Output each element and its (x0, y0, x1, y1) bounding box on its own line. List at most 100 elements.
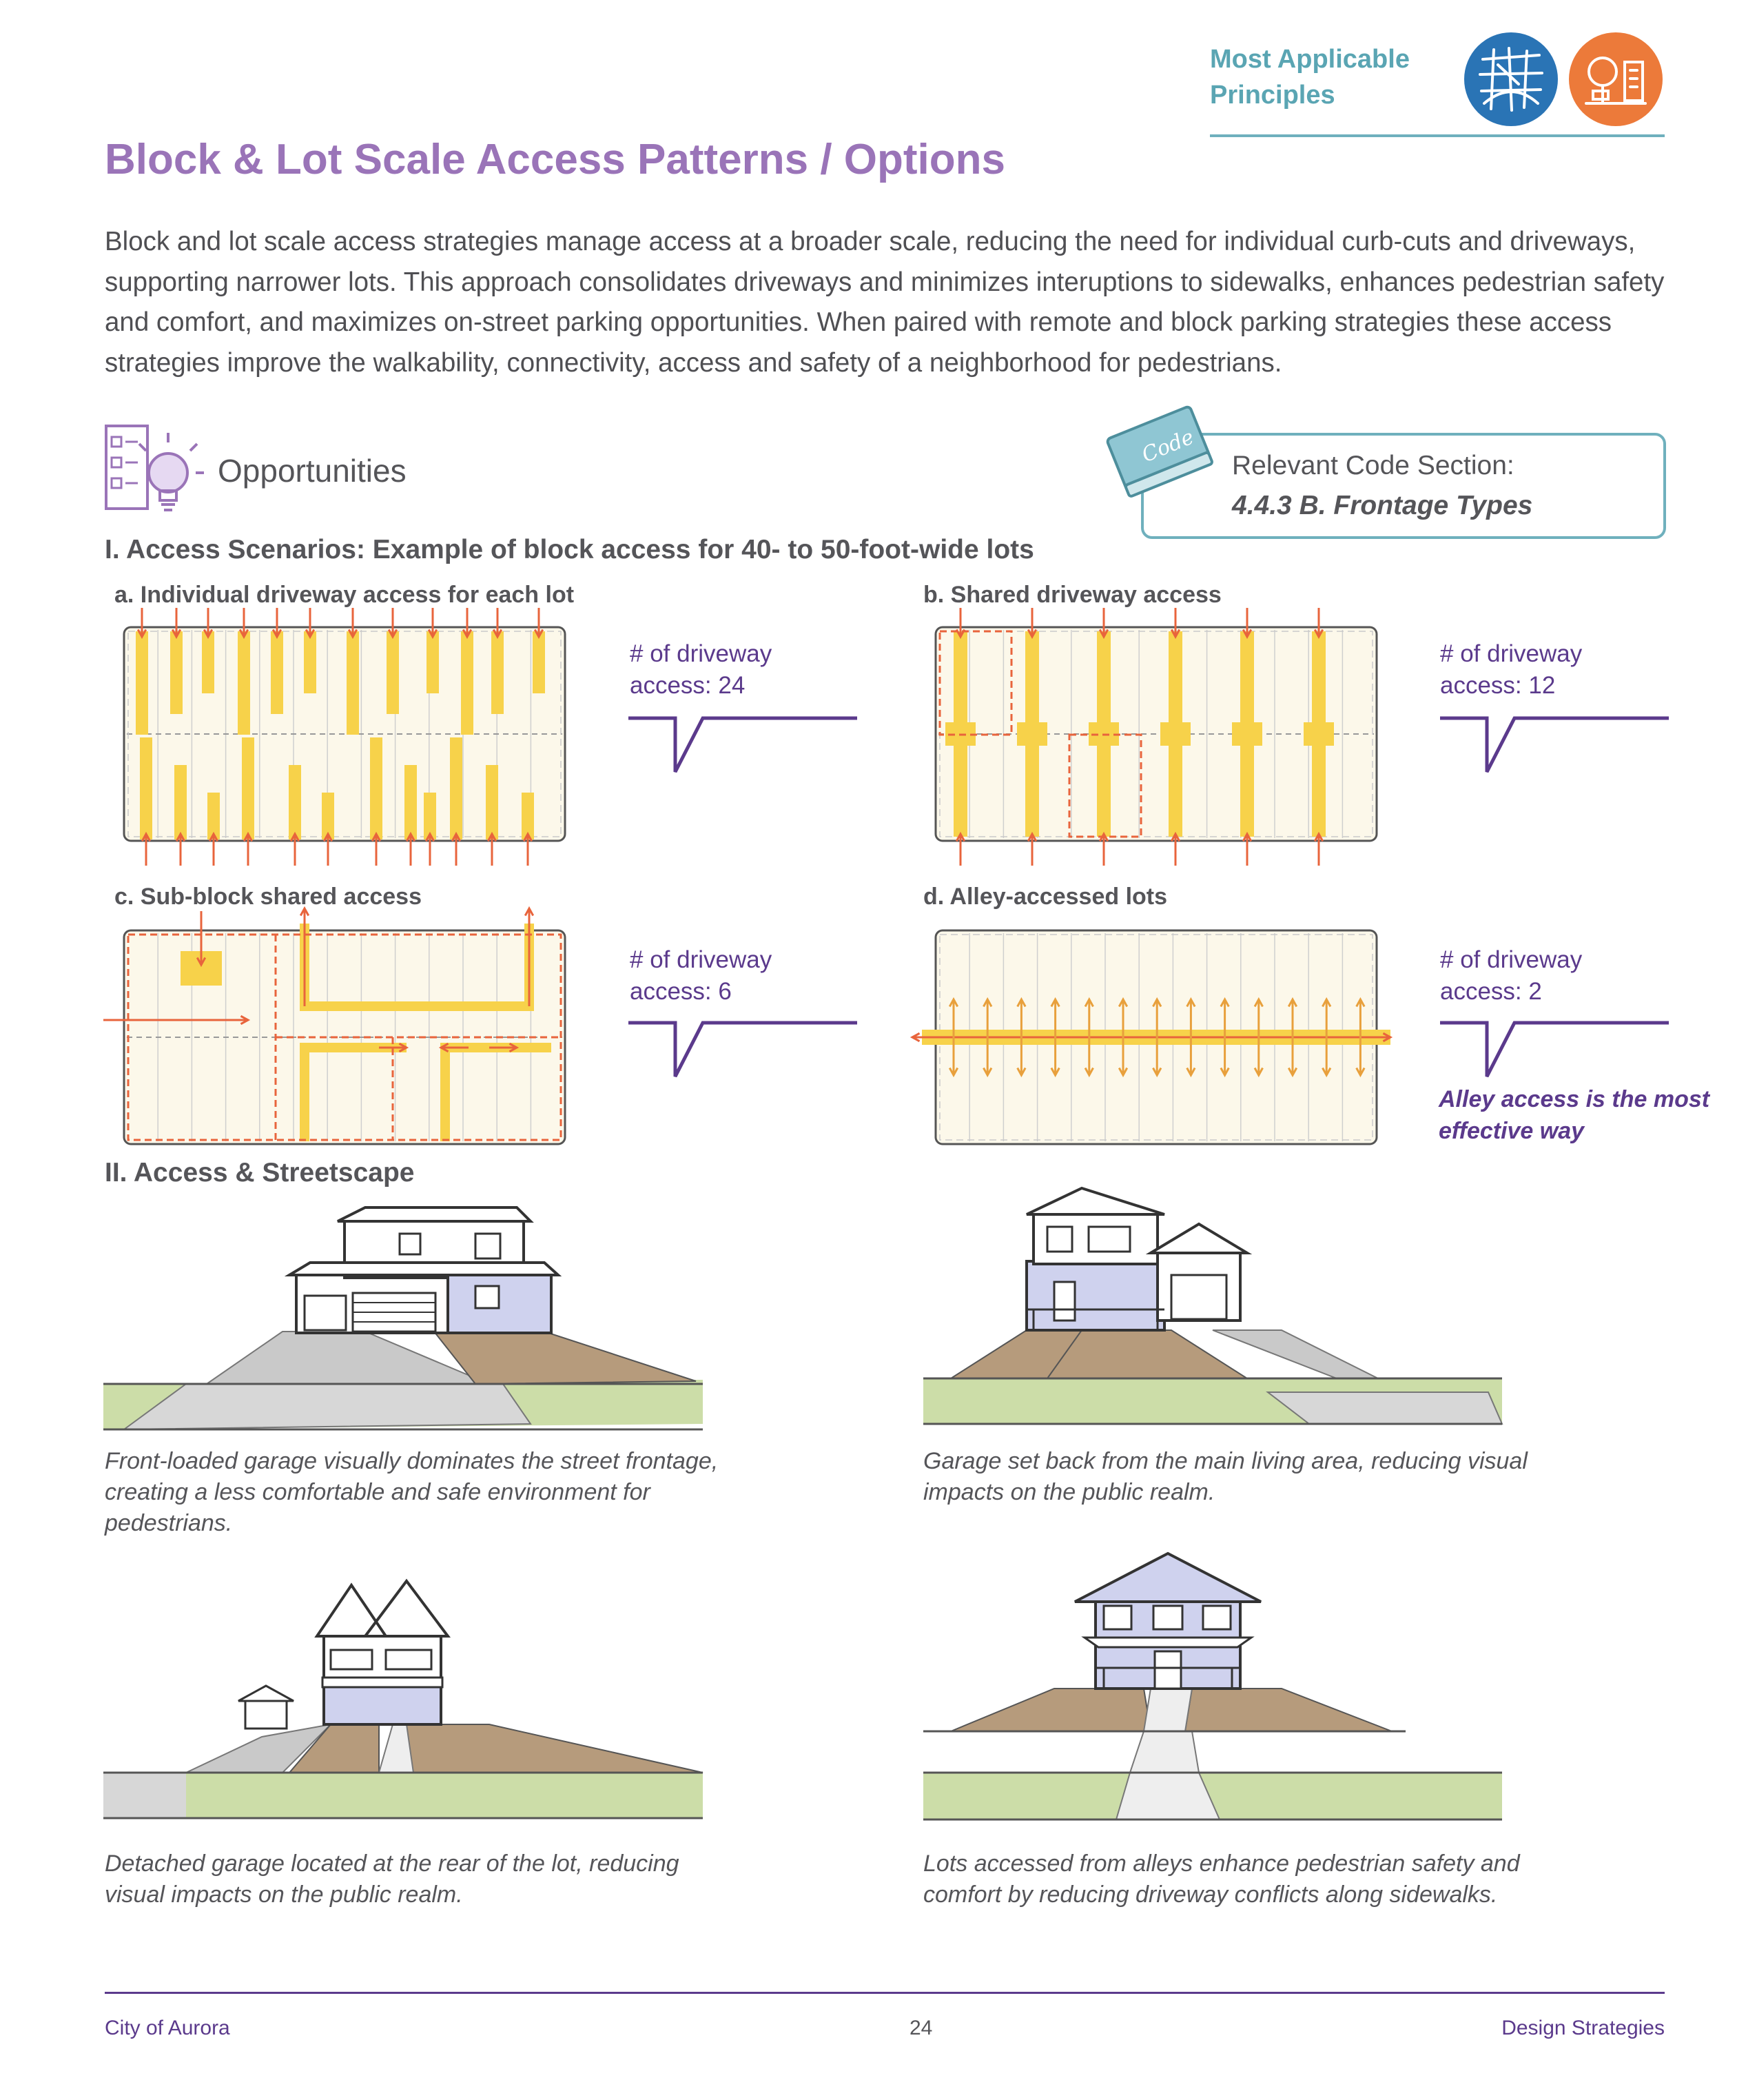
access-arrow-head (438, 1042, 449, 1053)
caption-setback-garage: Garage set back from the main living are… (923, 1448, 1528, 1505)
access-arrow-head (405, 831, 416, 842)
access-arrow-head (1027, 831, 1038, 842)
driveway (207, 793, 220, 839)
caption-detached-garage: Detached garage located at the rear of t… (105, 1851, 679, 1908)
footer-rule (105, 1992, 1665, 1994)
access-arrow-head (136, 629, 147, 640)
access-arrow-head (1220, 997, 1230, 1008)
driveway (491, 631, 504, 714)
lot-pair-outline (938, 630, 1013, 736)
access-arrow-head (1170, 831, 1181, 842)
access-arrow-head (299, 906, 310, 917)
shared-court (1160, 722, 1191, 746)
access-arrow-head (522, 831, 533, 842)
access-arrow-head (1313, 629, 1324, 640)
access-arrow-head (955, 831, 966, 842)
access-arrow-head (451, 831, 462, 842)
callout-line-b (1440, 716, 1669, 773)
driveway (461, 631, 473, 735)
street-network-icon (1464, 32, 1558, 126)
driveway (427, 631, 439, 693)
access-arrow-head (1027, 629, 1038, 640)
access-arrow-head (1220, 1067, 1230, 1078)
alley-access-note: Alley access is the most effective way (1439, 1086, 1710, 1144)
access-arrow-head (240, 1015, 251, 1026)
access-arrow-head (910, 1032, 921, 1043)
callout-line-d (1440, 1021, 1669, 1078)
access-arrow-head (1152, 1067, 1162, 1078)
section-access-streetscape-title: II. Access & Streetscape (105, 1158, 415, 1187)
scenario-c-label: c. Sub-block shared access (114, 884, 422, 910)
driveway (202, 631, 214, 693)
lot-pair-outline (1068, 733, 1142, 838)
driveway (174, 765, 187, 839)
sub-block-outline (274, 935, 561, 1140)
scenario-c-block-diagram (103, 906, 566, 1145)
trees-buildings-icon (1569, 32, 1663, 126)
scenario-a-block-diagram (123, 608, 566, 866)
scenario-a-driveway-count: # of driveway access: 24 (630, 640, 772, 699)
access-arrow-head (948, 997, 959, 1008)
scenario-a-label: a. Individual driveway access for each l… (114, 582, 575, 608)
access-arrow-head (322, 831, 333, 842)
access-arrow-head (1118, 1067, 1129, 1078)
shared-court (1304, 722, 1334, 746)
driveway (347, 631, 359, 735)
access-arrow-head (271, 629, 282, 640)
driveway (424, 793, 436, 839)
access-arrow-head (1186, 997, 1196, 1008)
access-arrow-head (1287, 997, 1298, 1008)
access-arrow-head (983, 997, 993, 1008)
footer-page-number: 24 (910, 2017, 933, 2039)
driveway (271, 631, 283, 714)
footer-city: City of Aurora (105, 2017, 230, 2039)
scenario-c-driveway-count: # of driveway access: 6 (630, 946, 772, 1005)
access-arrow-head (1253, 1067, 1264, 1078)
access-arrow-head (983, 1067, 993, 1078)
driveway (486, 765, 498, 839)
scenario-d-block-diagram (910, 929, 1393, 1145)
access-arrow-head (1084, 997, 1094, 1008)
access-arrow-head (1152, 997, 1162, 1008)
driveway (136, 631, 148, 735)
callout-line-a (628, 716, 857, 773)
access-arrow-head (208, 831, 219, 842)
access-arrow-head (289, 831, 300, 842)
scenario-b-label: b. Shared driveway access (923, 582, 1222, 608)
access-arrow-head (171, 629, 182, 640)
sub-block-outline (127, 933, 562, 1141)
access-arrow-head (347, 629, 358, 640)
access-arrow-head (1253, 997, 1264, 1008)
access-arrow-head (387, 629, 398, 640)
section-access-scenarios-title: I. Access Scenarios: Example of block ac… (105, 535, 1034, 564)
access-arrow-head (1118, 997, 1129, 1008)
access-arrow-head (1287, 1067, 1298, 1078)
scenario-b-block-diagram (934, 608, 1378, 866)
access-arrow-head (1170, 629, 1181, 640)
access-arrow-head (1098, 831, 1109, 842)
house-detached-rear-garage-illustration (103, 1578, 703, 1819)
access-arrow-head (524, 906, 535, 917)
access-arrow-head (398, 1042, 409, 1053)
access-arrow-head (203, 629, 214, 640)
access-arrow-head (1016, 1067, 1027, 1078)
access-arrow-head (1016, 997, 1027, 1008)
access-arrow-head (1382, 1032, 1393, 1043)
driveway (370, 737, 382, 839)
access-arrow-head (508, 1042, 520, 1053)
driveway (304, 631, 316, 693)
house-front-loaded-garage-illustration (103, 1206, 703, 1431)
access-arrow-head (305, 629, 316, 640)
driveway (322, 793, 334, 839)
scenario-b-driveway-count: # of driveway access: 12 (1440, 640, 1583, 699)
access-arrow-head (371, 831, 382, 842)
access-arrow-head (1242, 831, 1253, 842)
access-arrow-head (1242, 629, 1253, 640)
access-arrow-head (948, 1067, 959, 1078)
house-setback-garage-illustration (923, 1186, 1503, 1425)
access-arrow-head (462, 629, 473, 640)
access-arrow-head (533, 629, 544, 640)
shared-court (1232, 722, 1262, 746)
scenario-d-label: d. Alley-accessed lots (923, 884, 1168, 910)
driveway (450, 737, 462, 839)
